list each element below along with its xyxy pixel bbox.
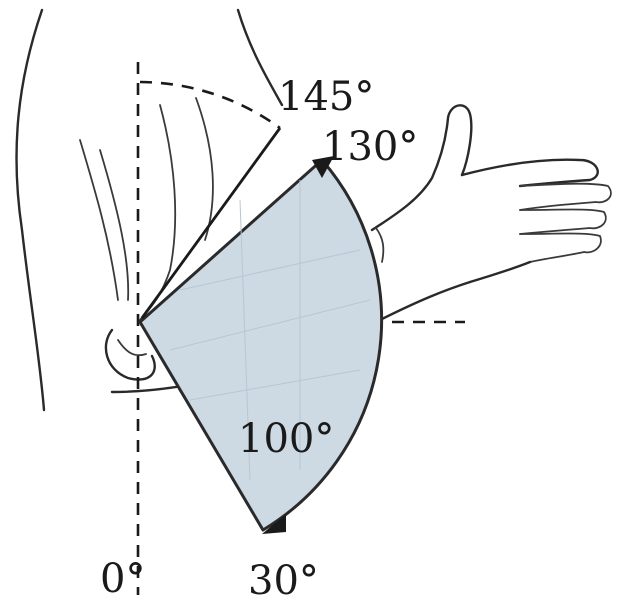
torso-left-contour [16,10,44,410]
label-30: 30° [248,558,319,600]
label-145: 145° [278,74,374,120]
label-0: 0° [100,556,145,600]
upper-arm-front [196,98,213,240]
hand-top-contour [462,160,598,186]
label-130: 130° [322,124,418,170]
upper-arm-back [140,105,175,320]
finger-3 [520,210,606,235]
range-sector [140,160,382,530]
range-sector-shape [140,160,382,530]
shoulder-contour [238,10,282,105]
finger-2 [520,184,611,210]
arc-0-to-145 [140,82,280,128]
forearm-upper-contour [376,228,383,262]
elbow-crease [118,340,146,355]
torso-inner-contour [80,140,118,300]
finger-4 [520,234,601,263]
label-100: 100° [238,416,334,462]
palm-lower-contour [470,262,530,282]
